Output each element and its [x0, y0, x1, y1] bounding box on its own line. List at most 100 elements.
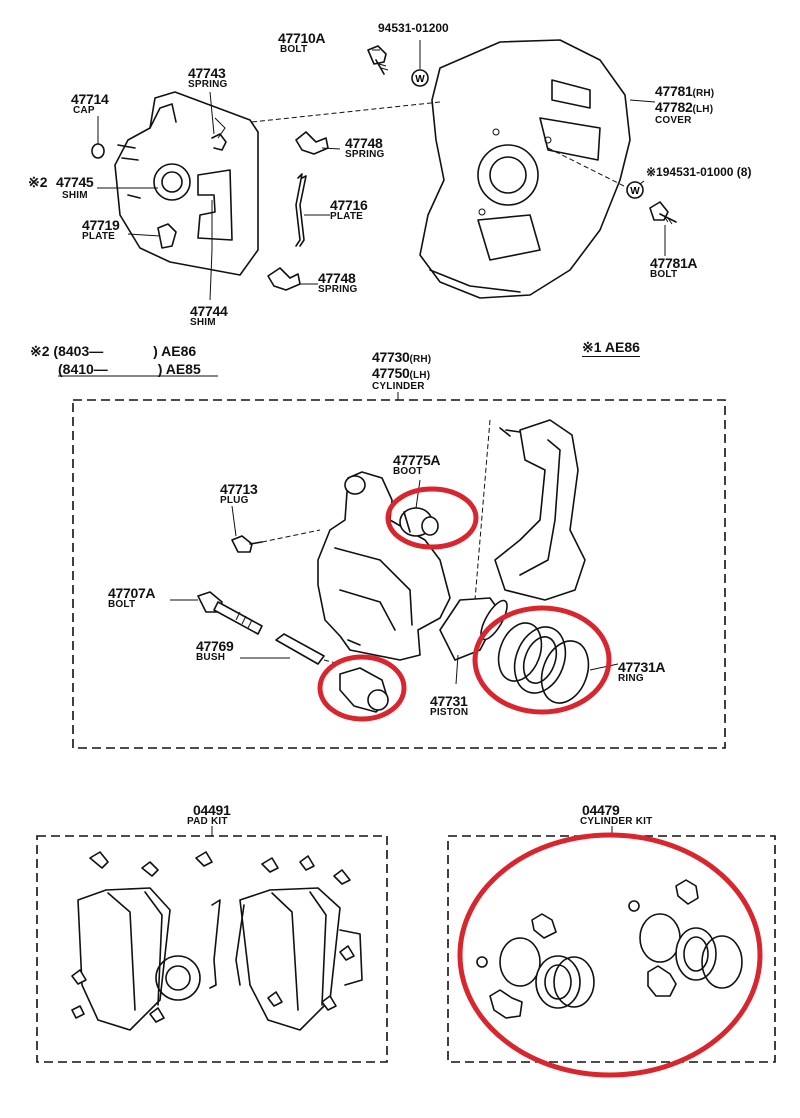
- bolt-47707a-part: [197, 591, 263, 635]
- label-194531: ※194531-01000 (8): [646, 165, 752, 179]
- label-47781-47782: 47781(RH) 47782(LH) COVER: [655, 84, 714, 126]
- washer-194531-part: W: [626, 181, 644, 199]
- label-47730-47750: 47730(RH) 47750(LH) CYLINDER: [372, 350, 431, 392]
- part-name: SHIM: [190, 317, 216, 328]
- washer-symbol: W: [415, 74, 425, 85]
- part-name: CYLINDER: [372, 381, 425, 392]
- part-number: 47731A: [618, 659, 666, 675]
- part-name: SPRING: [345, 149, 385, 160]
- label-47731: 47731 PISTON: [430, 694, 468, 718]
- cylinder-box: [72, 399, 726, 749]
- label-94531-01200: 94531-01200: [378, 21, 449, 35]
- label-04491: 04491 PAD KIT: [187, 802, 231, 827]
- highlight-ring: [472, 605, 612, 715]
- part-number: 47748: [318, 270, 356, 286]
- cylinder-body-part: [317, 471, 451, 661]
- boot-47775a-part: [399, 507, 439, 537]
- part-name: PISTON: [430, 707, 469, 718]
- part-name: SPRING: [318, 284, 358, 295]
- mount-bracket-middle-part: [474, 419, 586, 601]
- part-name: SPRING: [188, 79, 228, 90]
- note-2-line-1: ※2 (8403— ) AE86: [30, 344, 196, 358]
- label-47745: ※2 47745 SHIM: [28, 174, 94, 201]
- label-47716: 47716 PLATE: [330, 198, 368, 222]
- highlight-lower-boot: [317, 654, 407, 722]
- highlight-cylinder-kit: [457, 832, 763, 1078]
- spring-47748-upper-part: [295, 131, 329, 155]
- note-range: (8403—: [53, 343, 104, 359]
- note-mark: ※2: [30, 343, 50, 359]
- part-number-rh: 47781: [655, 83, 693, 99]
- leader-lines-top: [97, 49, 666, 301]
- washer-symbol-2: W: [630, 186, 640, 197]
- label-47743: 47743 SPRING: [188, 66, 228, 90]
- part-number-rh: 47730: [372, 349, 410, 365]
- cylinder-kit-box: [447, 835, 776, 1063]
- part-number: 47731: [430, 693, 468, 709]
- part-number: 47745: [55, 174, 94, 190]
- dust-cover-part: [419, 39, 631, 299]
- part-number: 47713: [220, 481, 258, 497]
- part-name: RING: [618, 673, 644, 684]
- label-47714: 47714 CAP: [71, 91, 109, 116]
- part-number: 47781A: [650, 255, 698, 271]
- part-number: 04491: [193, 802, 231, 818]
- label-47744: 47744 SHIM: [190, 303, 228, 328]
- note-model: ) AE85: [157, 361, 201, 377]
- part-name: COVER: [655, 115, 692, 126]
- part-name: BOLT: [108, 599, 136, 610]
- part-number: 47748: [345, 135, 383, 151]
- cylinder-kit-parts: [476, 879, 743, 1019]
- bolt-47781a-part: [649, 201, 677, 225]
- note-mark: ※2: [28, 174, 48, 190]
- spring-47743-part: [211, 133, 227, 151]
- label-04479: 04479 CYLINDER KIT: [580, 803, 652, 827]
- label-47707a: 47707A BOLT: [108, 585, 156, 610]
- bush-47769-part: [275, 633, 341, 665]
- note-1: ※1 AE86: [582, 340, 640, 357]
- caliper-mount-bracket: [114, 91, 259, 276]
- part-number: 47719: [82, 217, 120, 233]
- rh-suffix: (RH): [692, 88, 715, 99]
- note-mark: ※1: [582, 339, 602, 355]
- part-number: 47707A: [108, 585, 156, 601]
- note-2-line-2: (8410— ) AE85: [58, 362, 201, 376]
- spring-47748-lower-part: [267, 267, 301, 291]
- part-name: SHIM: [62, 190, 88, 201]
- part-name: BOLT: [280, 44, 308, 55]
- plate-47716-part: [295, 173, 307, 247]
- part-name: BOLT: [650, 269, 678, 280]
- pad-kit-parts: [71, 851, 363, 1031]
- part-name: PLATE: [330, 211, 364, 222]
- leader-lines-middle: [170, 479, 619, 685]
- label-47719: 47719 PLATE: [82, 217, 120, 242]
- part-number: 47714: [71, 91, 109, 107]
- part-number: 47769: [196, 638, 234, 654]
- part-number: 04479: [582, 802, 620, 818]
- rh-suffix: (RH): [409, 354, 432, 365]
- highlight-boot: [385, 486, 479, 550]
- part-number: 47743: [188, 65, 226, 81]
- label-47748-upper: 47748 SPRING: [345, 136, 385, 160]
- note-model: ) AE86: [153, 343, 197, 359]
- part-name: PLATE: [82, 231, 116, 242]
- plate-47719-part: [157, 223, 177, 249]
- note-range: (8410—: [58, 361, 108, 377]
- part-name: PAD KIT: [187, 816, 228, 827]
- ring-47731a-part: [497, 622, 590, 704]
- plug-47713-part: [231, 529, 321, 553]
- part-name: PLUG: [220, 495, 249, 506]
- part-number: 47710A: [278, 30, 326, 46]
- part-name: BUSH: [196, 652, 226, 663]
- cap-part: [91, 116, 105, 159]
- part-number-lh: 47750: [372, 365, 410, 381]
- part-number: 47775A: [393, 452, 441, 468]
- lh-suffix: (LH): [692, 104, 714, 115]
- part-number-lh: 47782: [655, 99, 693, 115]
- label-47769: 47769 BUSH: [196, 638, 234, 663]
- label-47713: 47713 PLUG: [220, 481, 258, 506]
- label-47781a: 47781A BOLT: [650, 255, 698, 280]
- label-47710a: 47710A BOLT: [278, 30, 326, 55]
- part-number: 47744: [190, 303, 228, 319]
